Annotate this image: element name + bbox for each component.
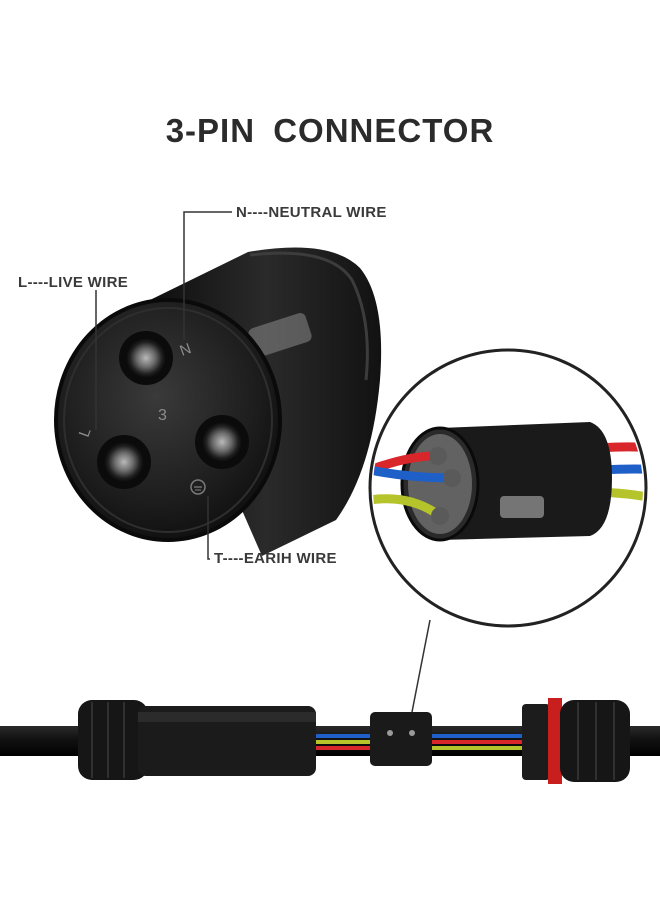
neutral-wire-label: N----NEUTRAL WIRE (236, 204, 387, 221)
middle-insert (370, 712, 432, 766)
right-thread (522, 704, 550, 780)
leader-lines (95, 211, 431, 713)
live-wire-label: L----LIVE WIRE (18, 274, 129, 291)
left-gland-nut (78, 700, 148, 780)
earth-wire-label: T----EARIH WIRE (214, 550, 337, 567)
neutral-leader-line (183, 211, 232, 340)
zoom-detail (368, 348, 648, 628)
diagram-title: 3-PIN CONNECTOR (165, 112, 495, 149)
pin-count-marking: 3 (158, 407, 167, 424)
earth-leader-line (207, 496, 210, 560)
earth-symbol-icon (190, 479, 206, 495)
cable-assembly (0, 698, 660, 784)
zoom-leader-line (411, 619, 431, 713)
red-seal (548, 698, 562, 784)
left-housing (138, 706, 316, 776)
main-connector: N L 3 (54, 247, 382, 556)
connector-face (54, 298, 282, 542)
